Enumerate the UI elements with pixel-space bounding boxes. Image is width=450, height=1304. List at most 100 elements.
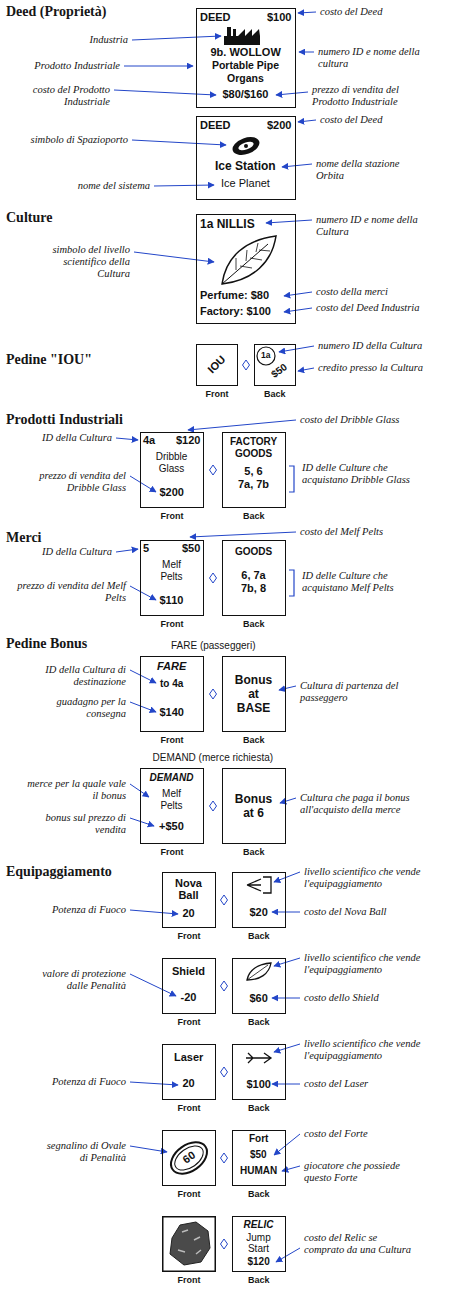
- card-text: Bonus at 6: [234, 792, 274, 820]
- artwork-line: [272, 998, 300, 999]
- factory-icon: [224, 27, 260, 45]
- side-label: Back: [243, 511, 265, 522]
- card-text: Perfume: $80: [200, 289, 269, 302]
- leaf-symbol: [222, 236, 276, 284]
- card-text: Ice Planet: [221, 177, 270, 190]
- card-text: Shield: [172, 965, 205, 978]
- side-label: Back: [248, 1017, 270, 1028]
- annotation: ID della Cultura: [12, 546, 112, 558]
- artwork-line: [279, 686, 296, 690]
- bonus-counter: DEMANDMelf Pelts+$50: [140, 768, 204, 844]
- artwork-line: [298, 368, 314, 371]
- artwork-path: [221, 1239, 228, 1249]
- card-text: $110: [160, 594, 184, 607]
- card-text: Jump Start: [239, 1232, 279, 1254]
- bonus-counter: FAREto 4a$140: [140, 656, 204, 732]
- artwork-line: [124, 66, 193, 67]
- card-text: $50: [269, 361, 290, 380]
- artwork-line: [116, 438, 138, 440]
- artwork-line: [116, 549, 138, 552]
- artwork-line: [130, 974, 176, 996]
- artwork-line: [274, 872, 300, 882]
- spaceport-symbol: [230, 134, 262, 159]
- artwork-path: [247, 963, 271, 980]
- artwork-path: [236, 243, 270, 270]
- artwork-line: [130, 702, 156, 712]
- artwork-line: [130, 818, 154, 826]
- card-text: 4a: [143, 434, 155, 447]
- annotation: livello scientifico che vende l'equipagg…: [304, 952, 422, 976]
- artwork-line: [130, 1082, 178, 1085]
- artwork-line: [114, 90, 216, 95]
- annotation: giocatore che possiede questo Forte: [304, 1160, 414, 1184]
- artwork-line: [130, 586, 156, 600]
- card-text: $200: [267, 119, 291, 132]
- annotation: valore di protezione dalle Penalità: [26, 968, 126, 992]
- card-text: 20: [183, 907, 195, 920]
- card-text: $120: [248, 1256, 270, 1268]
- artwork-line: [130, 476, 156, 492]
- annotation: Potenza di Fuoco: [16, 904, 126, 916]
- side-label: Back: [248, 1189, 270, 1200]
- card-text: $80/$160: [223, 88, 269, 101]
- side-label: Back: [248, 1275, 270, 1286]
- equipment-counter: 60: [162, 1130, 216, 1186]
- annotation: credito presso la Cultura: [318, 362, 443, 374]
- card-text: +$50: [159, 820, 184, 833]
- annotation: Prodotto Industriale: [10, 60, 120, 72]
- artwork-line: [132, 36, 221, 40]
- annotation: costo del Laser: [304, 1078, 434, 1090]
- artwork-line: [282, 164, 312, 167]
- iou-counter: IOU: [196, 344, 238, 386]
- artwork-line: [272, 1084, 300, 1085]
- annotation: prezzo di vendita del Dribble Glass: [16, 470, 126, 494]
- artwork-line: [299, 52, 314, 53]
- iou-counter: 1a$50: [254, 344, 296, 386]
- culture-card: 1a NILLISPerfume: $80Factory: $100: [196, 214, 296, 324]
- side-label: Front: [178, 931, 201, 942]
- artwork-path: [247, 877, 271, 893]
- goods-counter: FACTORY GOODS5, 6 7a, 7b: [222, 432, 286, 508]
- artwork-line: [130, 670, 156, 683]
- annotation: simbolo del livello scientifico della Cu…: [30, 244, 130, 280]
- annotation: simbolo di Spazioporto: [8, 134, 128, 146]
- card-text: FARE: [157, 660, 186, 673]
- card-text: 9b. WOLLOW: [211, 46, 281, 59]
- card-text: Factory: $100: [200, 305, 271, 318]
- goods-counter: 4a$120Dribble Glass$200: [140, 432, 204, 508]
- card-text: 6, 7a 7b, 8: [237, 569, 271, 595]
- annotation: merce per la quale vale il bonus: [26, 778, 126, 802]
- annotation: Cultura che paga il bonus all'acquisto d…: [300, 792, 418, 816]
- annotation: ID della Cultura di destinazione: [26, 664, 126, 688]
- artwork-line: [130, 910, 178, 914]
- equipment-counter: Nova Ball20: [162, 872, 216, 928]
- equipment-counter: $20: [232, 872, 286, 928]
- penalty-oval: [165, 1136, 213, 1180]
- card-text: $200: [160, 486, 184, 499]
- annotation: nome del sistema: [10, 180, 150, 192]
- card-text: $50: [182, 542, 200, 555]
- card-text: 60: [180, 1149, 197, 1167]
- card-text: to 4a: [160, 678, 183, 690]
- annotation: costo del Relic se comprato da una Cultu…: [304, 1232, 414, 1256]
- side-label: Front: [178, 1189, 201, 1200]
- section-heading: Culture: [6, 210, 52, 226]
- annotation: numero ID e nome della cultura: [318, 46, 428, 70]
- equipment-counter: Laser20: [162, 1044, 216, 1100]
- side-label: Back: [248, 1103, 270, 1114]
- relic-front: [163, 1217, 216, 1272]
- artwork-ellipse: [165, 1136, 213, 1180]
- artwork-line: [298, 120, 316, 122]
- annotation: ID delle Culture che acquistano Melf Pel…: [302, 570, 422, 594]
- artwork-path: [246, 1053, 271, 1063]
- science-icon: [246, 1053, 271, 1063]
- artwork-path: [221, 1153, 228, 1163]
- annotation: ID della Cultura: [12, 432, 112, 444]
- artwork-circle: [244, 144, 248, 148]
- artwork-line: [298, 12, 316, 13]
- artwork-path: [222, 236, 276, 284]
- annotation: livello scientifico che vende l'equipagg…: [304, 866, 422, 890]
- annotation: Potenza di Fuoco: [16, 1076, 126, 1088]
- annotation: costo del Prodotto Industriale: [20, 84, 110, 108]
